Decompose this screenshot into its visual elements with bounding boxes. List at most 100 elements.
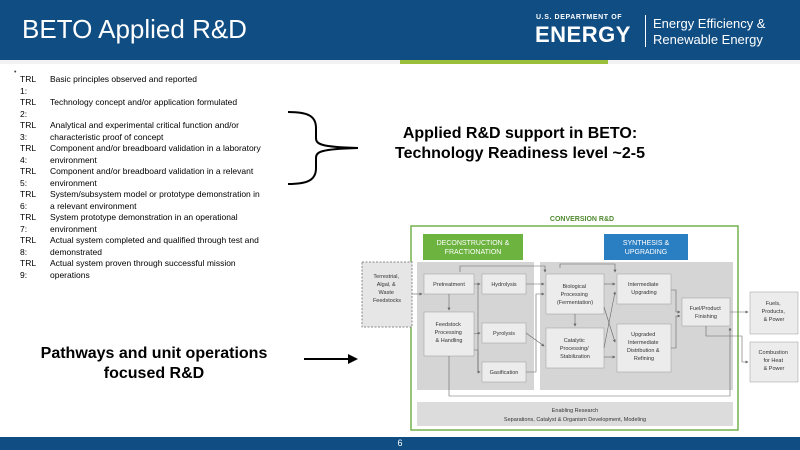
synth-header xyxy=(604,234,688,260)
trl-code: TRL xyxy=(20,143,37,153)
trl-code: 5: xyxy=(20,177,28,188)
intermediate-upgrading-line: Intermediate xyxy=(628,282,659,288)
doe-logo-text: ENERGY xyxy=(535,22,631,47)
feedstock-source-line: Terrestrial, xyxy=(373,274,399,280)
trl-row: 9: operations xyxy=(20,270,288,282)
pathways-line-2: focused R&D xyxy=(103,365,205,382)
trl-description: characteristic proof of concept xyxy=(50,131,164,142)
trl-row: 6: a relevant environment xyxy=(20,201,288,213)
doe-small-label: U.S. DEPARTMENT OF xyxy=(536,14,623,21)
eere-line-2: Renewable Energy xyxy=(653,32,763,47)
pyrolysis-label: Pyrolysis xyxy=(493,331,515,337)
fuel-finishing-line: Finishing xyxy=(695,314,717,320)
upgraded-intermediate-line: Intermediate xyxy=(628,340,659,346)
trl-code: TRL xyxy=(20,212,37,222)
pathways-line-1: Pathways and unit operations xyxy=(40,345,268,362)
svg-text:Catalytic Processing/: Catalytic Processing/ Stabilization xyxy=(560,338,590,360)
catalytic-line: Catalytic xyxy=(564,338,585,344)
trl-row: 7: environment xyxy=(20,224,288,236)
trl-code: 9: xyxy=(20,269,28,280)
green-accent-stripe xyxy=(400,60,608,64)
fuel-finishing-line: Fuel/Product xyxy=(690,306,722,312)
page-number: 6 xyxy=(397,438,403,448)
trl-description: a relevant environment xyxy=(50,200,137,211)
conversion-rd-diagram: CONVERSION R&D DECONSTRUCTION & FRACTION… xyxy=(361,216,799,431)
synth-line-1: SYNTHESIS & xyxy=(623,240,670,247)
feedstock-processing-line: & Handling xyxy=(436,338,463,344)
catalytic-line: Stabilization xyxy=(560,354,590,360)
feedstock-processing-line: Processing xyxy=(435,330,462,336)
svg-text:Upgraded Intermediate: Upgraded Intermediate Distribution & Ref… xyxy=(627,332,661,362)
trl-code: 3: xyxy=(20,131,28,142)
trl-row: 8:demonstrated xyxy=(20,247,288,259)
feedstock-processing-line: Feedstock xyxy=(436,322,462,328)
header-bar: BETO Applied R&D U.S. DEPARTMENT OF ENER… xyxy=(0,0,800,60)
intermediate-upgrading-box xyxy=(616,273,672,305)
trl-description: Component and/or breadboard validation i… xyxy=(50,143,261,153)
fuels-products-line: Products, xyxy=(762,309,786,315)
applied-rd-support-text: Applied R&D support in BETO: Technology … xyxy=(380,124,660,164)
combustion-line: Combustion xyxy=(759,350,788,356)
trl-description: System prototype demonstration in an ope… xyxy=(50,212,238,222)
trl-code: 7: xyxy=(20,223,28,234)
biological-line: Processing xyxy=(561,292,588,298)
trl-row: 4:environment xyxy=(20,155,288,167)
slide-title: BETO Applied R&D xyxy=(22,14,247,44)
curly-brace-icon xyxy=(287,111,359,185)
trl-description: Component and/or breadboard validation i… xyxy=(50,166,254,176)
eere-line-1: Energy Efficiency & xyxy=(653,16,766,31)
intermediate-upgrading-line: Upgrading xyxy=(631,290,656,296)
svg-text:Combustion for Heat &: Combustion for Heat & Power xyxy=(759,350,790,372)
trl-description: Analytical and experimental critical fun… xyxy=(50,120,239,130)
conversion-title: CONVERSION R&D xyxy=(550,216,614,223)
trl-description xyxy=(50,109,288,121)
logo-divider xyxy=(645,15,646,47)
combustion-line: for Heat xyxy=(763,358,783,364)
pretreatment-label: Pretreatment xyxy=(433,282,465,288)
trl-code: 6: xyxy=(20,200,28,211)
trl-description: environment xyxy=(50,223,97,234)
decon-header xyxy=(423,234,523,260)
combustion-line: & Power xyxy=(764,366,785,372)
right-arrow-icon xyxy=(304,354,358,364)
header-stripe xyxy=(0,60,800,64)
trl-row: 1: xyxy=(20,86,288,98)
catalytic-line: Processing/ xyxy=(560,346,589,352)
trl-code: TRL xyxy=(20,97,37,107)
trl-description: demonstrated xyxy=(50,246,102,257)
trl-code: TRL xyxy=(20,189,37,199)
flow-connectors xyxy=(412,263,749,397)
trl-row: 5: environment xyxy=(20,178,288,190)
trl-code: 2: xyxy=(20,108,28,119)
trl-row: 2: xyxy=(20,109,288,121)
fuels-products-line: Fuels, xyxy=(766,301,781,307)
feedstock-processing-box xyxy=(423,311,475,357)
decon-line-2: FRACTIONATION xyxy=(445,249,502,256)
trl-row: TRL System/subsystem model or prototype d… xyxy=(20,189,288,201)
trl-code: TRL xyxy=(20,120,37,130)
catalytic-box xyxy=(545,327,605,369)
upgraded-intermediate-line: Upgraded xyxy=(631,332,655,338)
trl-description: Actual system proven through successful … xyxy=(50,258,236,268)
trl-code: TRL xyxy=(20,74,37,84)
upgraded-intermediate-box xyxy=(616,323,672,373)
trl-row: TRL Component and/or breadboard validatio… xyxy=(20,143,288,155)
feedstock-source-line: Feedstocks xyxy=(373,298,401,304)
trl-description: environment xyxy=(50,177,97,188)
trl-code: 1: xyxy=(20,85,28,96)
feedstock-source-line: Waste xyxy=(379,290,394,296)
trl-code: TRL xyxy=(20,235,37,245)
trl-description: operations xyxy=(50,269,90,280)
svg-text:Terrestrial, Algal, &: Terrestrial, Algal, & Waste Feedstocks xyxy=(373,274,401,304)
gasification-label: Gasification xyxy=(490,370,519,376)
enabling-research-bar xyxy=(417,402,733,426)
trl-description: System/subsystem model or prototype demo… xyxy=(50,189,260,199)
decon-line-1: DECONSTRUCTION & xyxy=(437,240,510,247)
biological-box xyxy=(545,273,605,315)
svg-text:Intermediate Upgrading: Intermediate Upgrading xyxy=(628,282,660,296)
